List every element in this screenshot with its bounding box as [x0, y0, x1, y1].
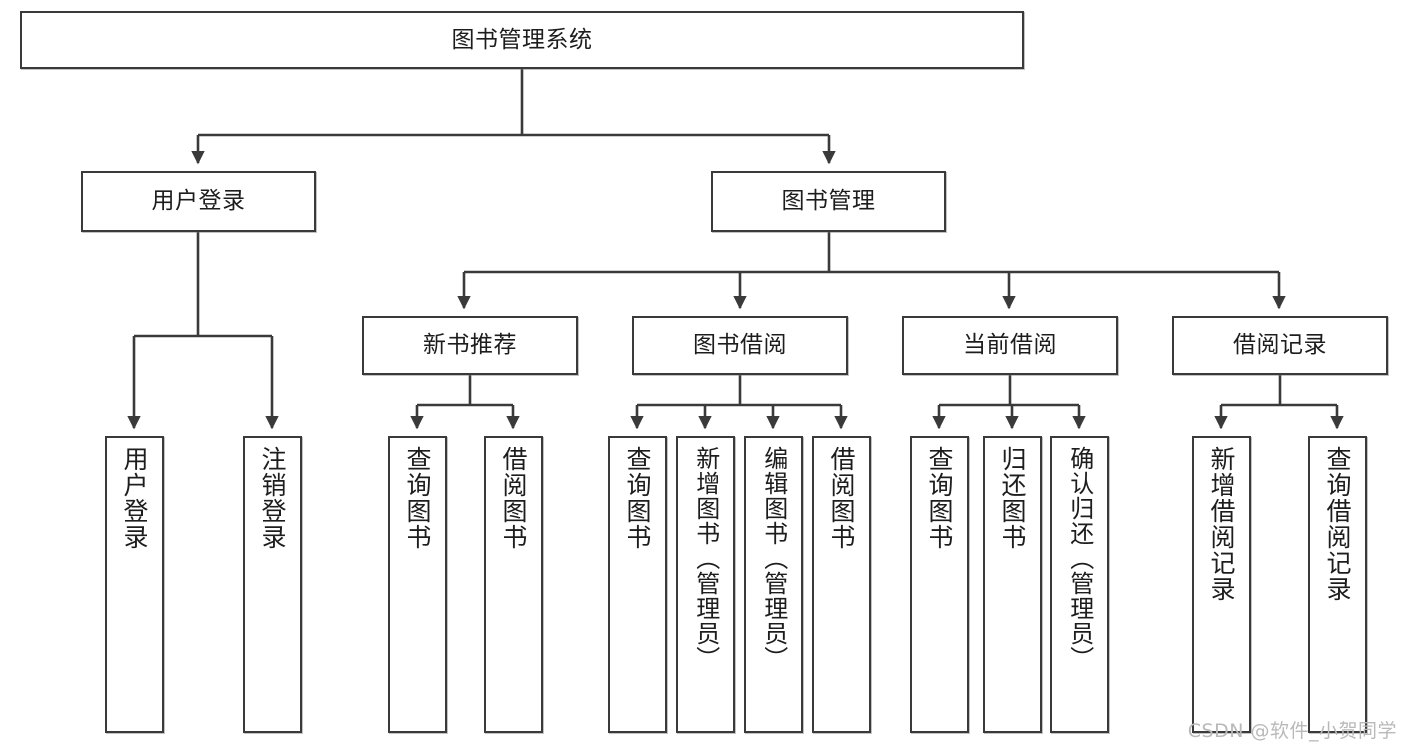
node-label: 新书推荐 — [423, 332, 517, 358]
leaf-borrow-book-recommend[interactable]: 借阅图书 — [484, 436, 543, 733]
node-label: 图书管理系统 — [451, 26, 593, 53]
node-label: 归还图书 — [998, 446, 1027, 550]
node-label: 编辑图书（管理员） — [759, 446, 788, 671]
leaf-logout[interactable]: 注销登录 — [243, 436, 302, 733]
node-current-borrow[interactable]: 当前借阅 — [902, 316, 1118, 375]
leaf-borrow-book[interactable]: 借阅图书 — [812, 436, 871, 733]
node-label: 用户登录 — [120, 446, 149, 550]
node-label: 当前借阅 — [963, 332, 1057, 358]
leaf-user-login[interactable]: 用户登录 — [105, 436, 164, 733]
node-label: 借阅图书 — [499, 446, 528, 550]
node-label: 注销登录 — [258, 446, 287, 550]
node-label: 借阅记录 — [1233, 332, 1327, 358]
node-label: 确认归还（管理员） — [1065, 446, 1094, 671]
watermark-text: CSDN @软件_小贺同学 — [1187, 720, 1397, 742]
node-book-borrow[interactable]: 图书借阅 — [632, 316, 848, 375]
node-user-login[interactable]: 用户登录 — [81, 171, 316, 232]
node-book-management[interactable]: 图书管理 — [711, 171, 946, 232]
leaf-query-book-recommend[interactable]: 查询图书 — [388, 436, 447, 733]
node-label: 查询图书 — [925, 446, 954, 550]
leaf-confirm-return-admin[interactable]: 确认归还（管理员） — [1050, 436, 1109, 733]
node-label: 新增借阅记录 — [1207, 446, 1236, 602]
node-new-book-recommendation[interactable]: 新书推荐 — [362, 316, 578, 375]
leaf-return-book[interactable]: 归还图书 — [983, 436, 1042, 733]
leaf-query-book-borrow[interactable]: 查询图书 — [608, 436, 667, 733]
node-label: 查询图书 — [403, 446, 432, 550]
node-root-system[interactable]: 图书管理系统 — [20, 11, 1024, 69]
node-label: 图书借阅 — [693, 332, 787, 358]
leaf-query-book-current[interactable]: 查询图书 — [910, 436, 969, 733]
node-label: 查询图书 — [623, 446, 652, 550]
node-label: 图书管理 — [781, 188, 876, 214]
node-label: 查询借阅记录 — [1323, 446, 1352, 602]
leaf-query-borrow-record[interactable]: 查询借阅记录 — [1308, 436, 1367, 733]
node-label: 用户登录 — [151, 188, 246, 214]
node-label: 借阅图书 — [827, 446, 856, 550]
node-borrow-record[interactable]: 借阅记录 — [1172, 316, 1388, 375]
leaf-edit-book-admin[interactable]: 编辑图书（管理员） — [744, 436, 803, 733]
leaf-add-book-admin[interactable]: 新增图书（管理员） — [676, 436, 735, 733]
node-label: 新增图书（管理员） — [691, 446, 720, 671]
leaf-add-borrow-record[interactable]: 新增借阅记录 — [1192, 436, 1251, 733]
